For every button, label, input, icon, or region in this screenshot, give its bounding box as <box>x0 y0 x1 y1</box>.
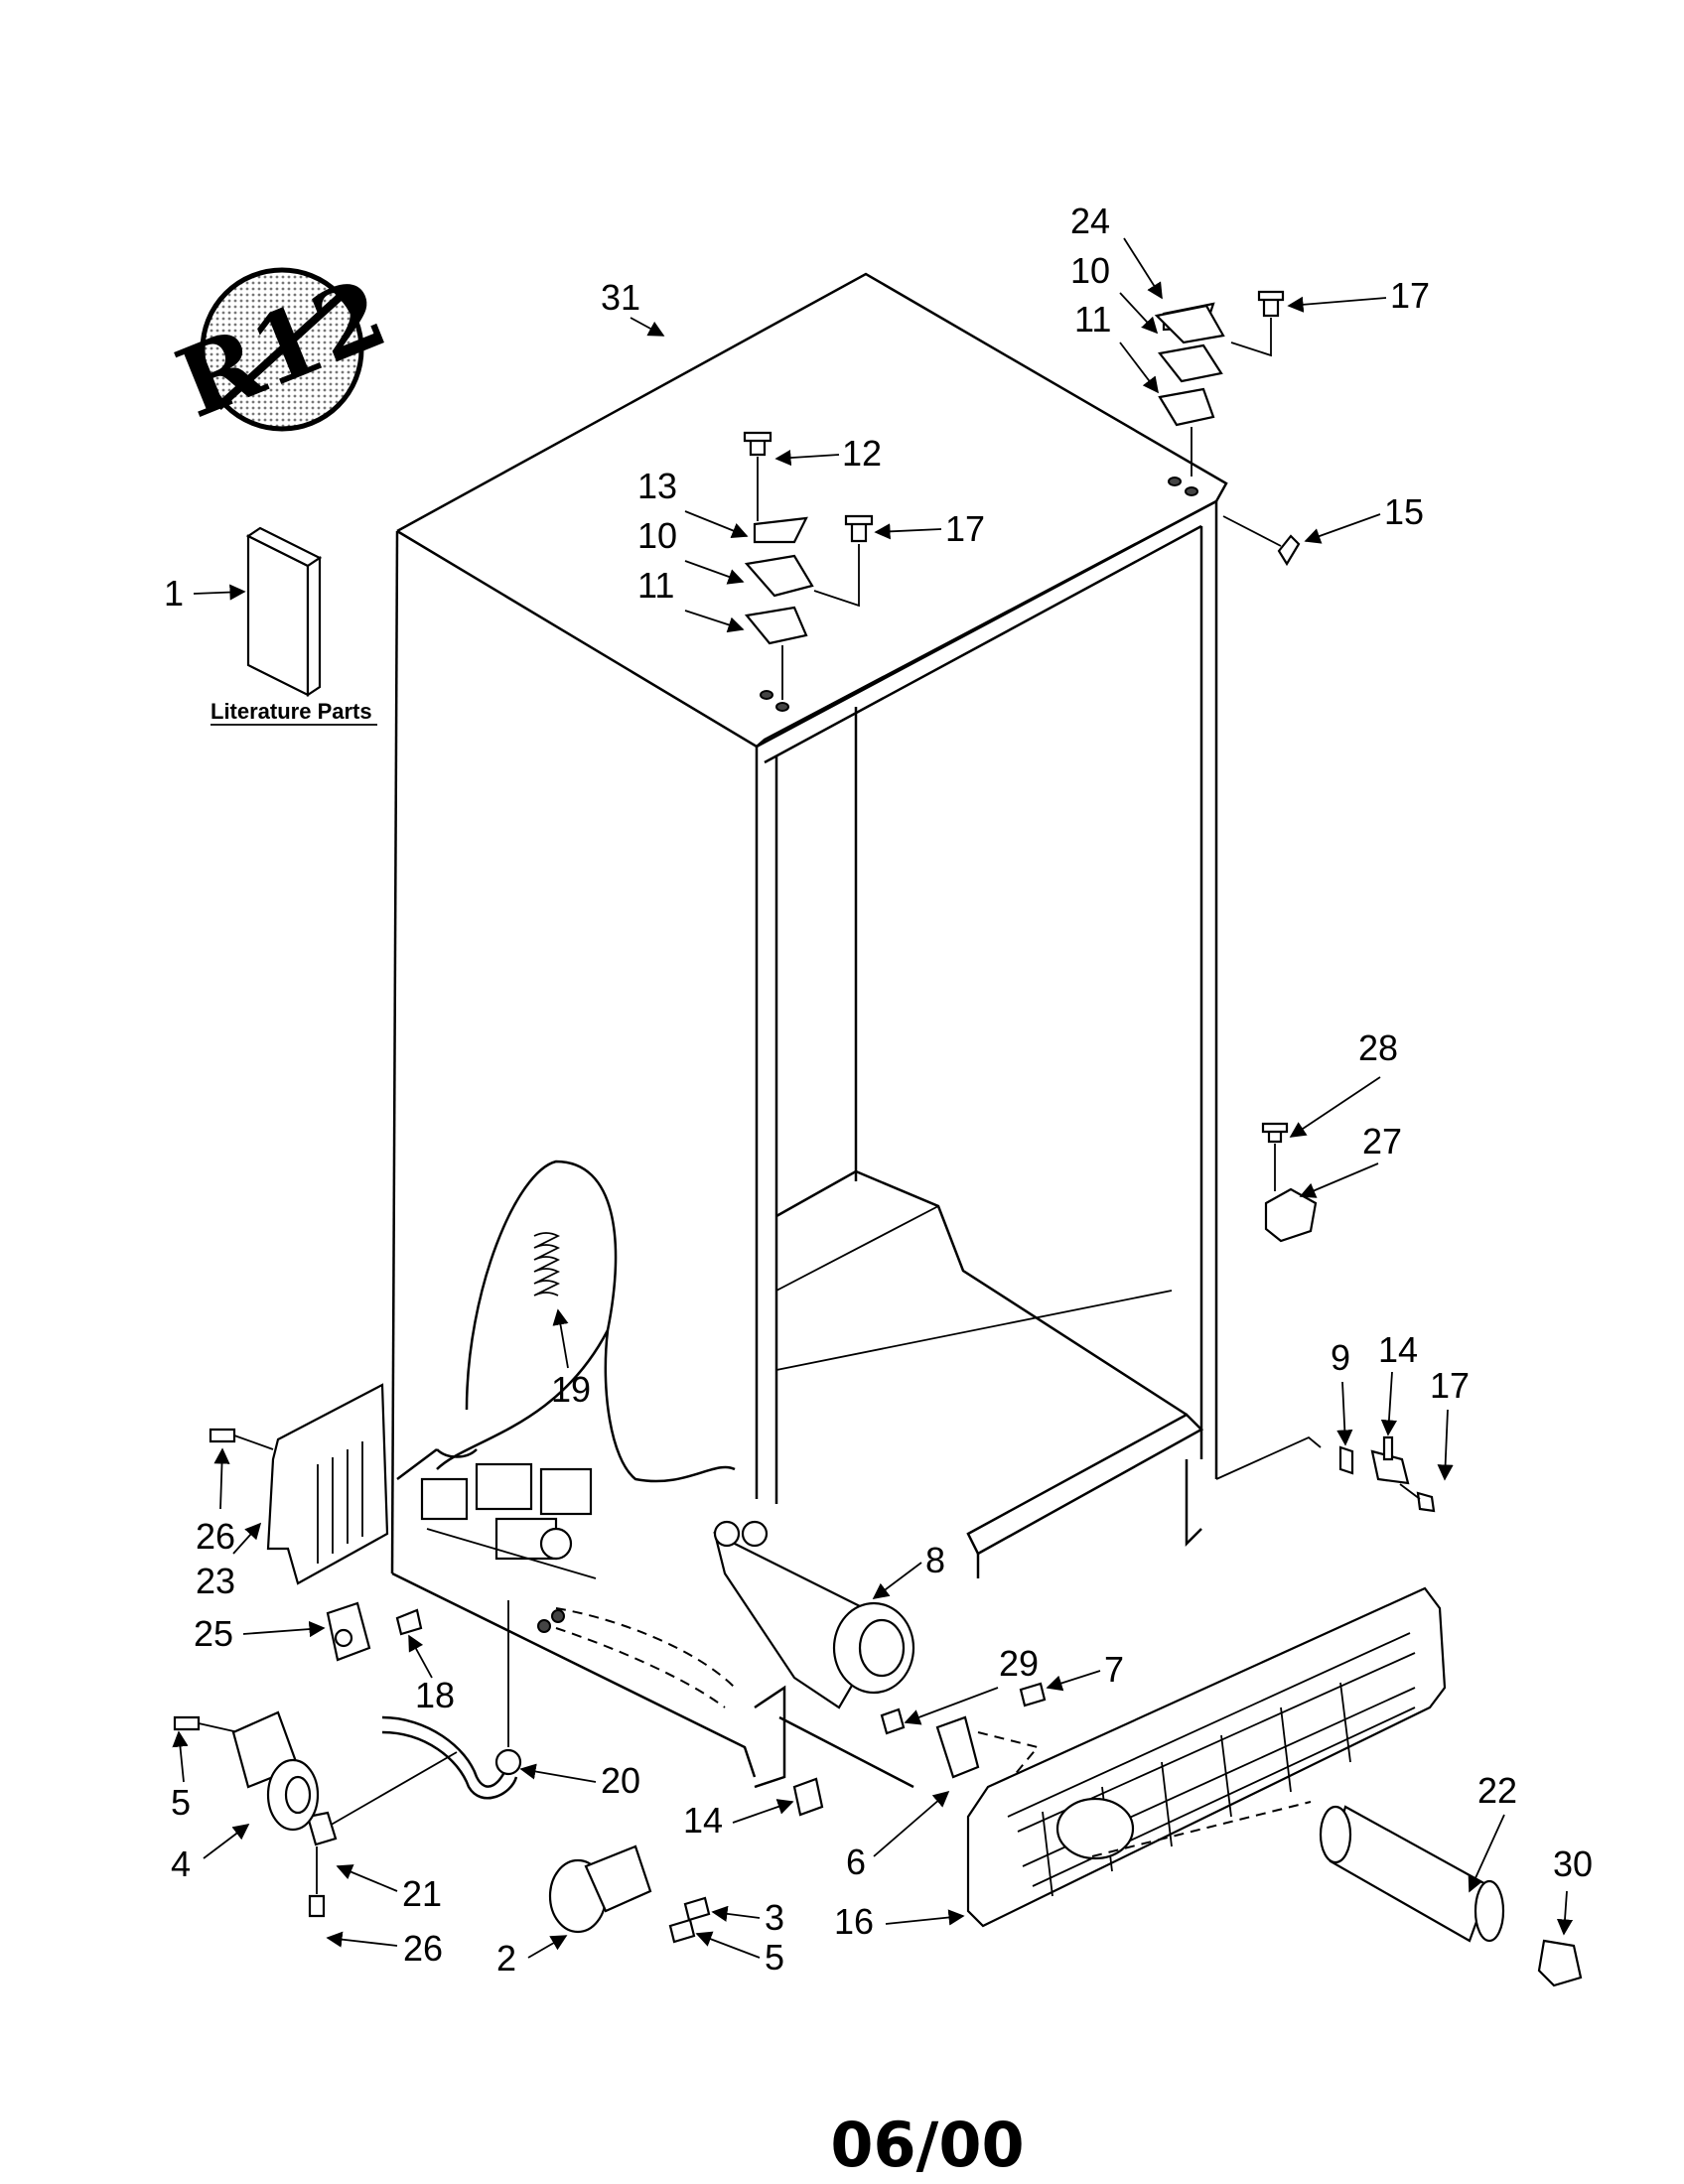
callout-12: 12 <box>842 433 882 474</box>
callout-23: 23 <box>196 1561 235 1601</box>
callout-11-right: 11 <box>1074 299 1111 340</box>
callout-25: 25 <box>194 1613 233 1654</box>
callout-22: 22 <box>1477 1770 1517 1811</box>
water-tube-part-20 <box>306 1715 522 1918</box>
bracket-part-14-lower <box>792 1777 824 1817</box>
callout-29: 29 <box>999 1643 1039 1684</box>
date-code: 06/00 <box>830 2109 1024 2181</box>
callout-17-lower: 17 <box>1430 1365 1470 1406</box>
callout-17-center: 17 <box>945 508 985 549</box>
callout-8: 8 <box>925 1540 945 1580</box>
callout-17-right: 17 <box>1390 275 1430 316</box>
callout-9: 9 <box>1331 1337 1350 1378</box>
refrigerator-cabinet <box>390 272 1228 1789</box>
literature-parts-label: Literature Parts <box>210 699 372 724</box>
callout-5-right: 5 <box>765 1937 784 1978</box>
fill-tube-part-8 <box>713 1520 915 1709</box>
callout-7: 7 <box>1104 1649 1124 1690</box>
center-hinge-assembly <box>743 431 874 700</box>
callout-labels: 1 2 3 4 5 5 6 7 8 9 10 10 11 11 12 13 14… <box>164 201 1593 1979</box>
callout-14-right: 14 <box>1378 1329 1418 1370</box>
water-filter-part-22 <box>1319 1805 1583 1987</box>
callout-30: 30 <box>1553 1843 1593 1884</box>
lower-right-bracket <box>1215 1435 1436 1513</box>
callout-5-left: 5 <box>171 1782 191 1823</box>
roller-part-4 <box>173 1710 320 1832</box>
callout-10-right: 10 <box>1070 250 1110 291</box>
clamp-part-25 <box>326 1601 423 1662</box>
clip-part-6 <box>935 1715 980 1779</box>
callout-15: 15 <box>1384 491 1424 532</box>
callout-13: 13 <box>637 466 677 506</box>
callout-2: 2 <box>496 1938 516 1979</box>
screw-part-7 <box>1019 1682 1047 1707</box>
bracket-part-27 <box>1261 1122 1318 1243</box>
base-grille-part-16 <box>966 1586 1447 1928</box>
no-r12-badge: R12 <box>162 256 400 440</box>
clip-part-15 <box>1277 534 1301 567</box>
callout-3: 3 <box>765 1897 784 1938</box>
callout-4: 4 <box>171 1843 191 1884</box>
callout-10-center: 10 <box>637 515 677 556</box>
callout-21: 21 <box>402 1873 442 1914</box>
callout-28: 28 <box>1358 1027 1398 1068</box>
callout-27: 27 <box>1362 1121 1402 1161</box>
literature-parts-booklet <box>245 526 323 698</box>
callout-1: 1 <box>164 573 184 614</box>
water-valves <box>420 1462 597 1579</box>
back-panel-23 <box>209 1383 389 1585</box>
right-hinge-assembly <box>1154 290 1285 477</box>
spring-part-19 <box>533 1232 561 1297</box>
callout-6: 6 <box>846 1842 866 1882</box>
callout-20: 20 <box>601 1760 640 1801</box>
callout-31: 31 <box>601 277 640 318</box>
callout-16: 16 <box>834 1901 874 1942</box>
callout-11-center: 11 <box>637 565 674 606</box>
callout-26-lower: 26 <box>403 1928 443 1969</box>
callout-26-left: 26 <box>196 1516 235 1557</box>
callout-24: 24 <box>1070 201 1110 241</box>
callout-18: 18 <box>415 1675 455 1715</box>
roller-part-2 <box>548 1844 711 1944</box>
leader-arrows <box>172 237 1574 1959</box>
callout-14-center: 14 <box>683 1800 723 1841</box>
callout-19: 19 <box>551 1369 591 1410</box>
screw-part-29 <box>880 1707 906 1735</box>
